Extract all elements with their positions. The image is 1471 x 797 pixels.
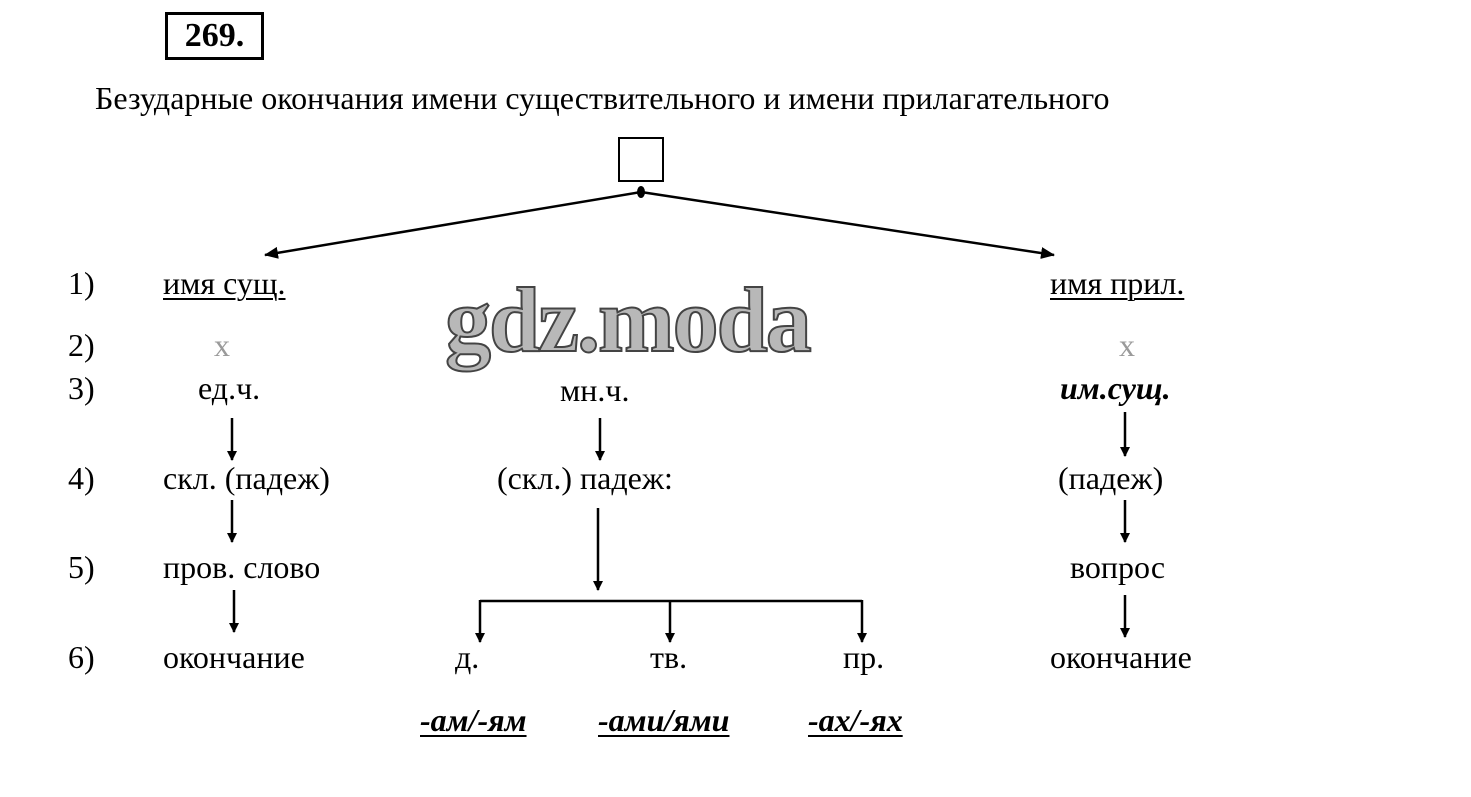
row-label: 3) xyxy=(68,370,95,406)
noun-step2: х xyxy=(214,327,230,363)
case-label-d: д. xyxy=(455,639,480,675)
exercise-number: 269. xyxy=(165,12,264,60)
adjective-step5: вопрос xyxy=(1070,549,1166,585)
root-box xyxy=(618,137,664,182)
case-label-pr: пр. xyxy=(843,639,885,675)
adjective-heading: имя прил. xyxy=(1050,265,1185,301)
adjective-step3: им.сущ. xyxy=(1060,370,1171,406)
noun-step5: пров. слово xyxy=(163,549,321,585)
watermark: gdz.moda xyxy=(444,269,813,371)
row-label: 2) xyxy=(68,327,95,363)
row-label: 1) xyxy=(68,265,95,301)
title: Безударные окончания имени существительн… xyxy=(95,80,1110,116)
plural-step4: (скл.) падеж: xyxy=(497,460,673,496)
plural-step3: мн.ч. xyxy=(560,372,630,408)
case-label-tv: тв. xyxy=(650,639,688,675)
arrow-to-noun xyxy=(264,190,642,259)
row-label: 6) xyxy=(68,639,95,675)
noun-step4: скл. (падеж) xyxy=(163,460,330,496)
ending-d: -ам/-ям xyxy=(420,702,527,738)
adjective-step6: окончание xyxy=(1050,639,1192,675)
ending-pr: -ах/-ях xyxy=(808,702,903,738)
arrow-to-adjective xyxy=(640,190,1055,259)
noun-step6: окончание xyxy=(163,639,305,675)
noun-heading: имя сущ. xyxy=(163,265,286,301)
ending-tv: -ами/ями xyxy=(598,702,730,738)
adjective-step4: (падеж) xyxy=(1058,460,1164,496)
noun-step3: ед.ч. xyxy=(198,370,261,406)
adjective-step2: х xyxy=(1119,327,1135,363)
row-label: 5) xyxy=(68,549,95,585)
row-label: 4) xyxy=(68,460,95,496)
